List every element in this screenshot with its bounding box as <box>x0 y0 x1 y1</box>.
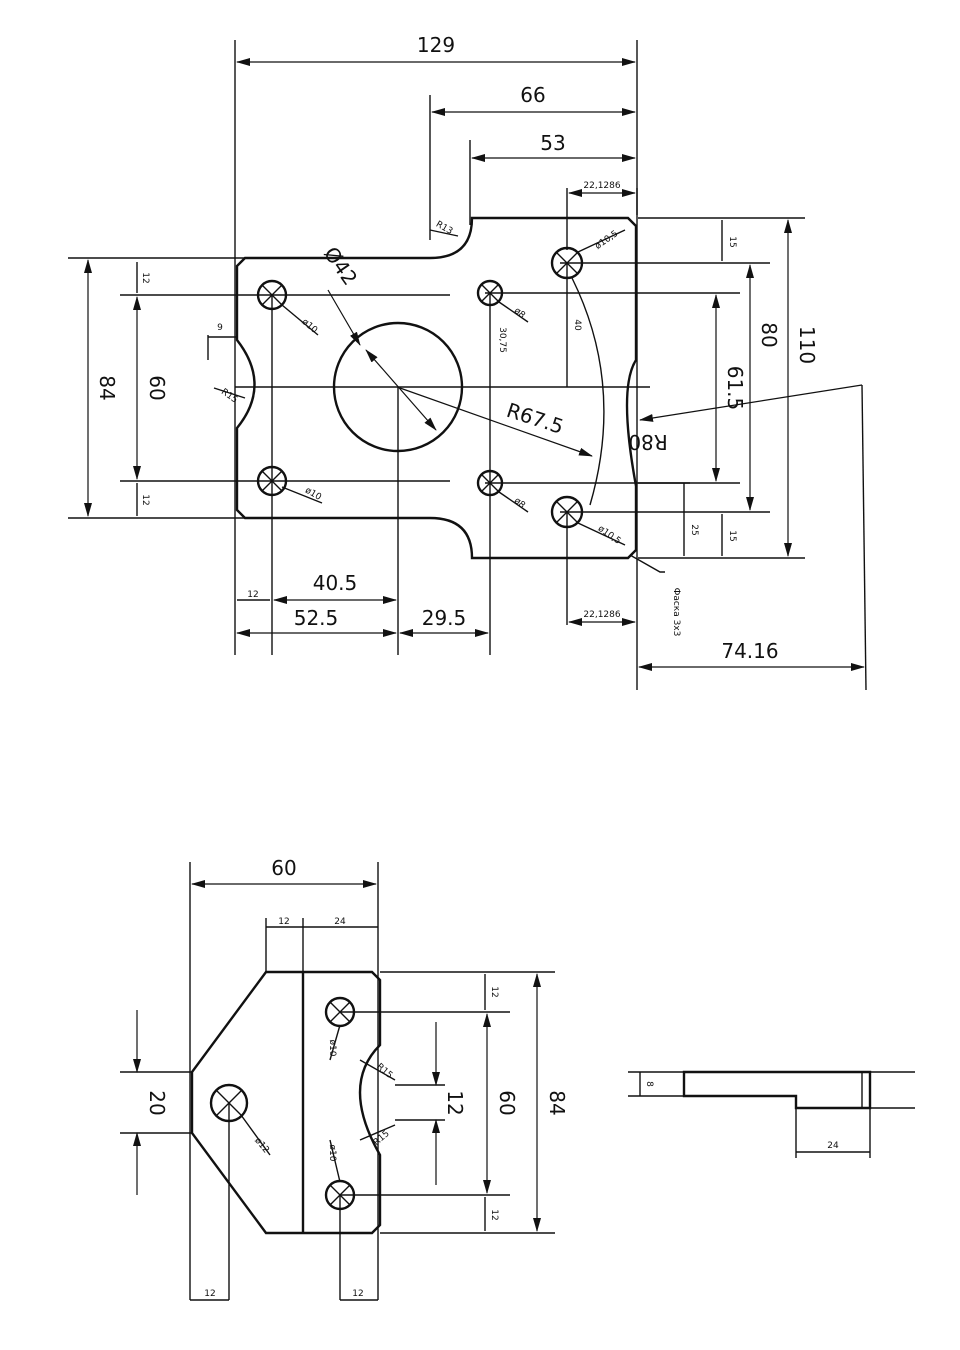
side-view-outline <box>682 1070 872 1110</box>
dim-25: 25 <box>689 524 699 535</box>
label-phi42: Ø42 <box>319 242 362 290</box>
dim-40-5: 40.5 <box>313 571 358 595</box>
dim-12-v-top: 12 <box>489 986 499 997</box>
dim-30-75: 30,75 <box>497 327 507 353</box>
dim-29-5: 29.5 <box>422 606 467 630</box>
label-chamfer: Фаска 3x3 <box>671 588 681 637</box>
dim-12-bottom: 12 <box>247 590 258 600</box>
dim-12-top: 12 <box>278 917 289 927</box>
dim-40: 40 <box>572 319 582 331</box>
label-phi10-5-bottom: ø10,5 <box>596 524 623 547</box>
plate-outline <box>235 216 638 560</box>
drawing-bracket-plate: 60 12 24 20 12 12 12 60 84 ø10 ø10 ø12 R… <box>120 856 569 1301</box>
dim-12-bottom-left: 12 <box>204 1289 215 1299</box>
dim-12-center: 12 <box>443 1090 467 1115</box>
dim-61-5: 61.5 <box>723 366 747 411</box>
dim-84-vertical: 84 <box>545 1090 569 1115</box>
label-r67-5: R67.5 <box>504 398 567 439</box>
label-phi10-bottom: ø10 <box>303 486 323 503</box>
label-phi8-bottom: ø8 <box>512 496 527 511</box>
dim-20: 20 <box>145 1090 169 1115</box>
dim-110: 110 <box>795 326 819 364</box>
dim-129: 129 <box>417 33 455 57</box>
dim-12-v-bottom: 12 <box>489 1209 499 1220</box>
label-r15: R15 <box>219 387 239 405</box>
dim-84-left: 84 <box>95 375 119 400</box>
label-phi8-top: ø8 <box>512 306 527 321</box>
dim-80: 80 <box>757 322 781 347</box>
dim-22-1286-bottom: 22,1286 <box>583 610 620 620</box>
dim-12-bottom-right: 12 <box>352 1289 363 1299</box>
dim-8: 8 <box>644 1081 654 1087</box>
dim-66: 66 <box>520 83 545 107</box>
label-r15-bracket-bottom: R15 <box>372 1129 392 1148</box>
dim-24-top: 24 <box>334 917 346 927</box>
label-phi10-bracket-top: ø10 <box>327 1040 337 1057</box>
dim-60-left: 60 <box>145 375 169 400</box>
dim-74-16: 74.16 <box>721 639 778 663</box>
dim-22-1286-top: 22,1286 <box>583 181 620 191</box>
dim-12-left-top: 12 <box>140 272 150 283</box>
label-phi10-bracket-bottom: ø10 <box>327 1145 337 1162</box>
dim-9: 9 <box>217 323 223 333</box>
label-r80: R80 <box>628 430 667 454</box>
label-phi10-5-top: ø10,5 <box>594 229 621 252</box>
drawing-side-view: 8 24 <box>628 1070 915 1158</box>
dim-53: 53 <box>540 131 565 155</box>
dim-12-left-bottom: 12 <box>140 494 150 505</box>
dim-60-top: 60 <box>271 856 296 880</box>
drawing-main-plate: 129 66 53 22,1286 R13 Ø42 84 60 12 12 9 … <box>68 33 867 691</box>
dim-52-5: 52.5 <box>294 606 339 630</box>
dim-60-vertical: 60 <box>495 1090 519 1115</box>
dim-24-side: 24 <box>827 1141 839 1151</box>
bracket-outline <box>190 970 382 1235</box>
dim-15-top: 15 <box>727 236 737 247</box>
dim-15-bottom: 15 <box>727 530 737 541</box>
